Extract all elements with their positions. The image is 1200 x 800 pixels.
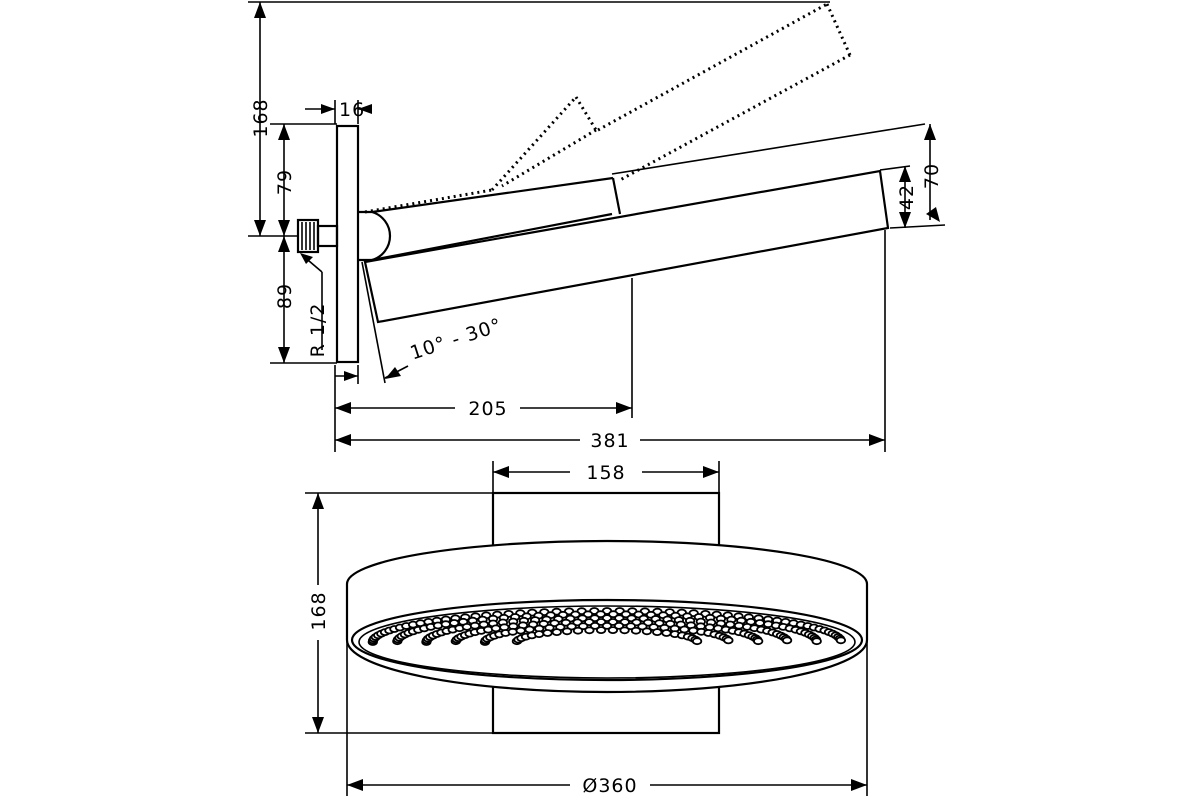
nozzle: [533, 630, 545, 638]
nozzle: [515, 626, 526, 635]
nozzle: [641, 627, 653, 636]
angle-indicator: 10° - 30°: [335, 261, 505, 384]
nozzle: [733, 621, 745, 630]
nozzle: [461, 623, 472, 631]
front-view: 158 168 Ø360: [305, 461, 869, 797]
nozzle: [691, 637, 703, 646]
dim-arm-length-label: 205: [468, 398, 507, 420]
pivot-joint: [358, 210, 392, 262]
nozzle: [688, 626, 699, 635]
dim-diameter: Ø360: [347, 775, 867, 797]
dim-head-inner-label: 42: [896, 184, 918, 210]
nozzle: [542, 629, 553, 637]
dim-front-height-label: 168: [308, 591, 330, 630]
dim-total-height-label: 168: [250, 98, 272, 137]
dim-total-length-label: 381: [590, 430, 629, 452]
nozzle: [601, 622, 613, 630]
nozzle: [835, 636, 847, 645]
dim-arm-length: 205: [335, 398, 632, 420]
front-extension-lines: [305, 461, 868, 796]
nozzle: [630, 626, 642, 635]
nozzle: [584, 626, 595, 635]
dim-lower: 89: [274, 236, 296, 363]
nozzle-face-outer: [350, 598, 864, 682]
dim-front-height: 168: [308, 493, 330, 733]
thread-callout: R 1/2: [300, 253, 329, 357]
dim-total-length: 381: [335, 430, 885, 452]
nozzle: [469, 621, 481, 630]
nozzle: [619, 626, 630, 635]
wall-plate: [335, 124, 360, 364]
dim-total-height: 168: [250, 2, 272, 236]
side-view: 168 79 89 R 1/2 16: [248, 1, 946, 452]
nozzle: [561, 627, 573, 636]
thread-connector: [296, 218, 339, 254]
nozzle: [613, 622, 625, 630]
nozzle: [595, 626, 607, 634]
nozzle: [551, 628, 562, 636]
nozzle: [723, 636, 734, 645]
thread-label: R 1/2: [307, 303, 329, 358]
nozzle: [589, 622, 601, 630]
nozzle: [811, 637, 822, 646]
extension-lines: [248, 1, 946, 452]
dim-head-outer: 70: [921, 124, 943, 222]
dim-lower-label: 89: [274, 283, 296, 309]
nozzle: [607, 626, 619, 634]
nozzle: [490, 624, 501, 633]
dim-plate-thickness: 16: [305, 99, 372, 121]
dim-head-outer-label: 70: [921, 163, 943, 189]
alternate-position-outline: [364, 2, 852, 214]
shower-head-side: [363, 169, 890, 324]
nozzle: [572, 626, 584, 635]
dim-diameter-label: Ø360: [582, 775, 637, 797]
dim-upper: 79: [274, 124, 296, 236]
dim-head-inner: 42: [896, 166, 918, 228]
dim-mount-width-label: 158: [586, 462, 625, 484]
nozzle-face-inner: [358, 605, 856, 679]
nozzle: [440, 620, 451, 629]
shower-arm: [371, 176, 622, 262]
nozzle-pattern: [367, 607, 847, 646]
nozzle: [753, 637, 764, 646]
dim-plate-thickness-label: 16: [339, 99, 365, 121]
nozzle: [507, 627, 518, 636]
dim-mount-width: 158: [493, 462, 719, 484]
angle-range-label: 10° - 30°: [407, 314, 504, 364]
dim-upper-label: 79: [274, 169, 296, 195]
nozzle: [652, 628, 663, 636]
nozzle: [661, 629, 672, 637]
nozzle: [781, 636, 793, 645]
nozzle: [478, 620, 489, 629]
